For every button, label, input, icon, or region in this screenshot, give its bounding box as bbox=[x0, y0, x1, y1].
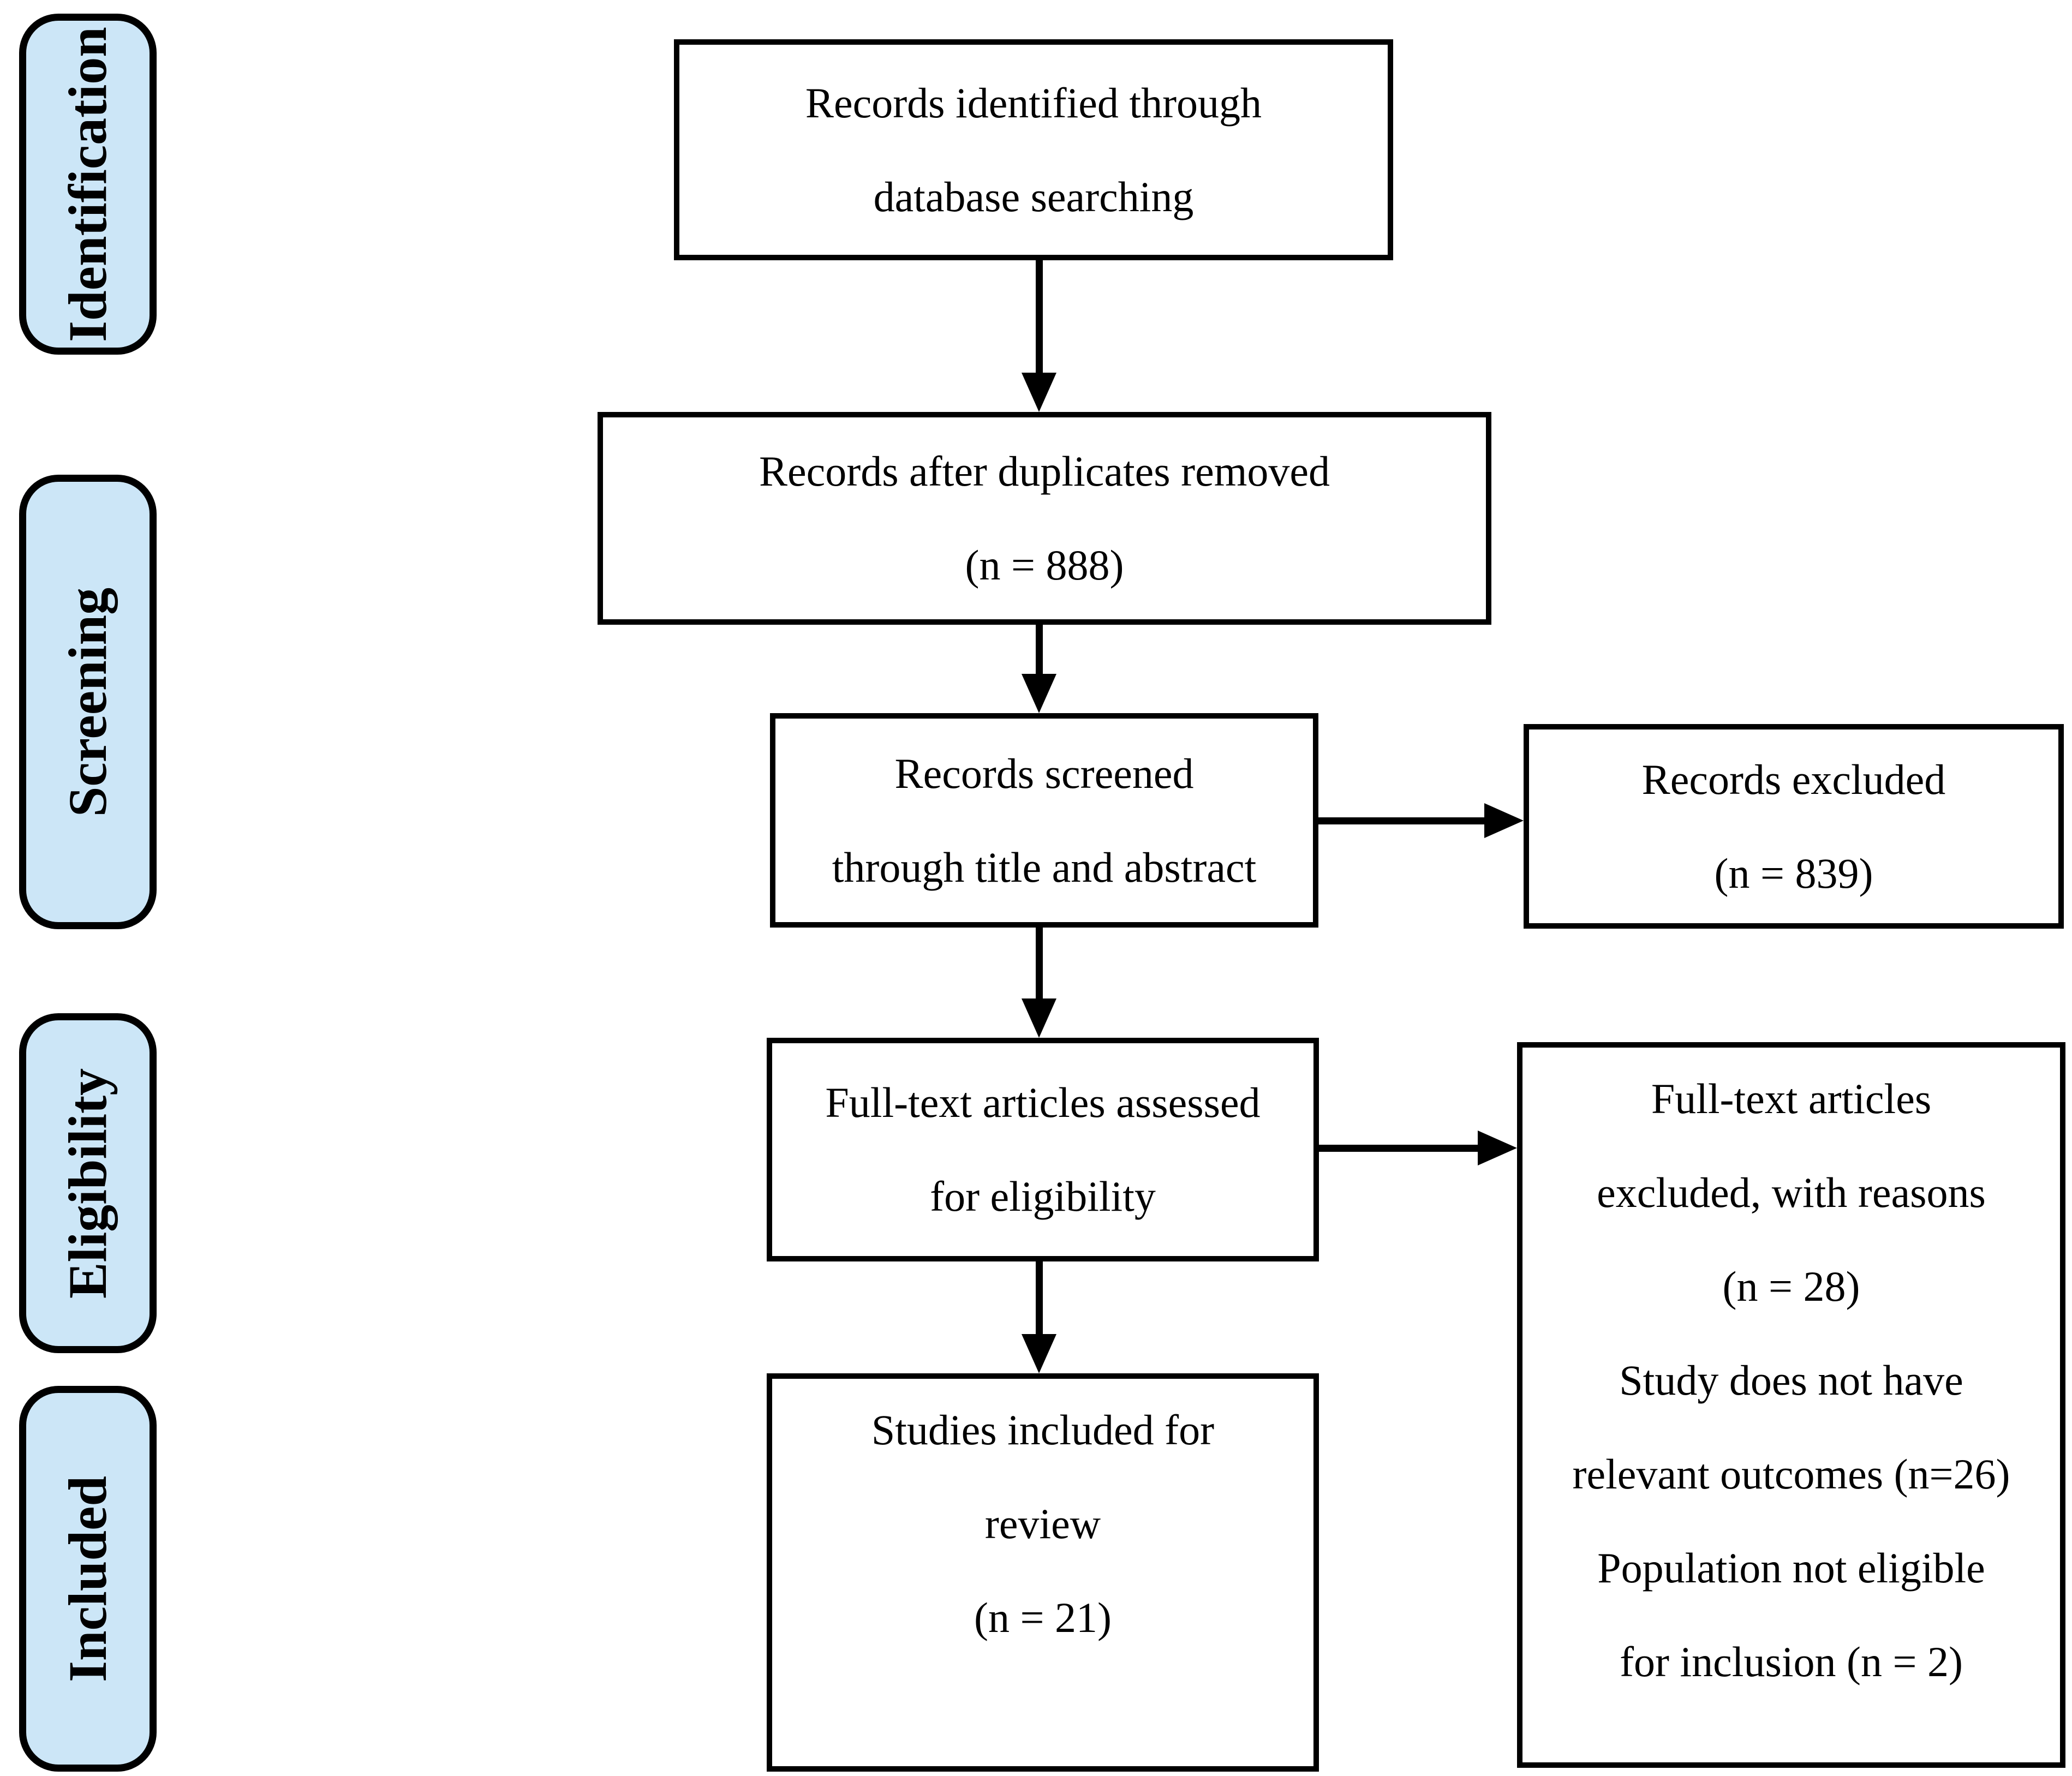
box-line: Records screened bbox=[894, 749, 1194, 797]
arrow-stem bbox=[1319, 1145, 1478, 1152]
flow-box-records-screened: Records screened through title and abstr… bbox=[770, 713, 1318, 928]
arrow-stem bbox=[1036, 1261, 1043, 1334]
stage-label-screening: Screening bbox=[19, 475, 157, 929]
box-line: Full-text articles bbox=[1651, 1075, 1932, 1122]
arrow-head-down-icon bbox=[1022, 373, 1056, 412]
box-line: Study does not have bbox=[1619, 1356, 1963, 1404]
box-line: (n = 21) bbox=[974, 1594, 1112, 1641]
stage-label-text: Included bbox=[57, 1475, 118, 1682]
box-line: Studies included for bbox=[871, 1406, 1215, 1454]
box-line: (n = 839) bbox=[1714, 849, 1873, 897]
box-line: for eligibility bbox=[930, 1173, 1156, 1220]
box-line: Records identified through bbox=[805, 79, 1262, 127]
box-line: for inclusion (n = 2) bbox=[1620, 1638, 1963, 1685]
stage-label-text: Identification bbox=[57, 26, 118, 342]
arrow-head-right-icon bbox=[1484, 803, 1524, 838]
stage-label-included: Included bbox=[19, 1386, 157, 1772]
stage-label-text: Screening bbox=[57, 587, 118, 817]
box-line: (n = 28) bbox=[1722, 1263, 1860, 1310]
box-line: excluded, with reasons bbox=[1597, 1169, 1986, 1216]
flow-box-records-excluded: Records excluded (n = 839) bbox=[1524, 724, 2064, 929]
box-line: Records excluded bbox=[1641, 755, 1946, 803]
stage-label-identification: Identification bbox=[19, 14, 157, 355]
box-line: Records after duplicates removed bbox=[759, 447, 1330, 495]
box-line: (n = 888) bbox=[965, 541, 1124, 589]
arrow-stem bbox=[1036, 625, 1043, 674]
arrow-head-down-icon bbox=[1022, 1334, 1056, 1373]
arrow-stem bbox=[1036, 928, 1043, 998]
box-line: through title and abstract bbox=[832, 843, 1257, 891]
arrow-head-down-icon bbox=[1022, 674, 1056, 713]
box-line: relevant outcomes (n=26) bbox=[1572, 1450, 2010, 1498]
stage-label-text: Eligibility bbox=[57, 1068, 118, 1299]
flow-box-fulltext-assessed: Full-text articles assessed for eligibil… bbox=[767, 1038, 1319, 1261]
flow-box-records-identified: Records identified through database sear… bbox=[674, 39, 1393, 260]
box-line: database searching bbox=[873, 172, 1194, 220]
arrow-stem bbox=[1318, 817, 1484, 824]
arrow-stem bbox=[1036, 260, 1043, 373]
arrow-head-right-icon bbox=[1478, 1131, 1517, 1165]
flow-box-studies-included: Studies included for review (n = 21) bbox=[767, 1373, 1319, 1772]
arrow-head-down-icon bbox=[1022, 998, 1056, 1038]
box-line: review bbox=[984, 1500, 1101, 1547]
box-line: Population not eligible bbox=[1597, 1544, 1985, 1592]
flow-box-duplicates-removed: Records after duplicates removed (n = 88… bbox=[598, 412, 1491, 625]
box-line: Full-text articles assessed bbox=[825, 1079, 1261, 1126]
flow-box-fulltext-excluded: Full-text articles excluded, with reason… bbox=[1517, 1042, 2065, 1768]
stage-label-eligibility: Eligibility bbox=[19, 1013, 157, 1353]
